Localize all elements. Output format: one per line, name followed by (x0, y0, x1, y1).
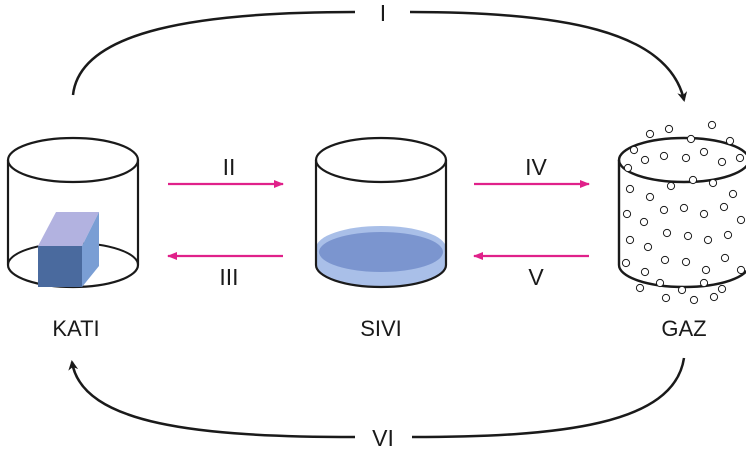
gas-particle (717, 157, 727, 167)
gas-particle (643, 242, 653, 252)
transition-label-IV: IV (525, 154, 547, 180)
arrow-gas-to-solid (68, 357, 686, 439)
gas-particle (681, 257, 691, 267)
gas-particle (707, 120, 717, 130)
state-label-solid: KATI (52, 316, 99, 341)
gas-particle (659, 205, 669, 215)
gas-particle (699, 278, 709, 288)
gas-particle (728, 189, 738, 199)
gas-particles (621, 120, 746, 305)
gas-particle (623, 163, 633, 173)
gas-particle (699, 147, 709, 157)
gas-particle (683, 231, 693, 241)
gas-particle (666, 181, 676, 191)
gas-particle (664, 124, 674, 134)
gas-particle (725, 136, 735, 146)
transition-label-V: V (528, 264, 544, 290)
gas-particle (689, 295, 699, 305)
gas-particle (639, 217, 649, 227)
gas-particle (681, 153, 691, 163)
gas-particle (736, 215, 746, 225)
liquid-container (314, 136, 448, 289)
gas-particle (679, 203, 689, 213)
gas-particle (717, 284, 727, 294)
transition-label-III: III (219, 264, 238, 290)
gas-particle (720, 253, 730, 263)
gas-particle (708, 178, 718, 188)
gas-particle (625, 235, 635, 245)
gas-particle (736, 265, 746, 275)
gas-particle (660, 255, 670, 265)
state-label-liquid: SIVI (360, 316, 402, 341)
state-label-gas: GAZ (661, 316, 706, 341)
gas-particle (688, 175, 698, 185)
gas-particle (629, 145, 639, 155)
gas-particle (735, 153, 745, 163)
gas-particle (635, 283, 645, 293)
solid-cube (38, 212, 99, 287)
gas-particle (661, 293, 671, 303)
gas-particle (622, 209, 632, 219)
gas-particle (719, 202, 729, 212)
gas-particle (640, 155, 650, 165)
gas-particle (709, 292, 719, 302)
gas-container (617, 120, 746, 305)
gas-particle (723, 230, 733, 240)
gas-particle (703, 235, 713, 245)
gas-particle (699, 209, 709, 219)
gas-particle (640, 267, 650, 277)
transition-label-II: II (223, 154, 236, 180)
gas-particle (701, 265, 711, 275)
gas-particle (655, 278, 665, 288)
gas-particle (686, 134, 696, 144)
gas-particle (659, 151, 669, 161)
gas-particle (677, 285, 687, 295)
gas-particle (625, 184, 635, 194)
gas-particle (621, 258, 631, 268)
arrow-solid-to-gas (71, 10, 688, 102)
gas-particle (645, 129, 655, 139)
gas-particle (645, 192, 655, 202)
transition-label-I: I (380, 0, 386, 26)
gas-particle (662, 228, 672, 238)
solid-container (6, 136, 140, 289)
transition-label-VI: VI (372, 425, 394, 451)
